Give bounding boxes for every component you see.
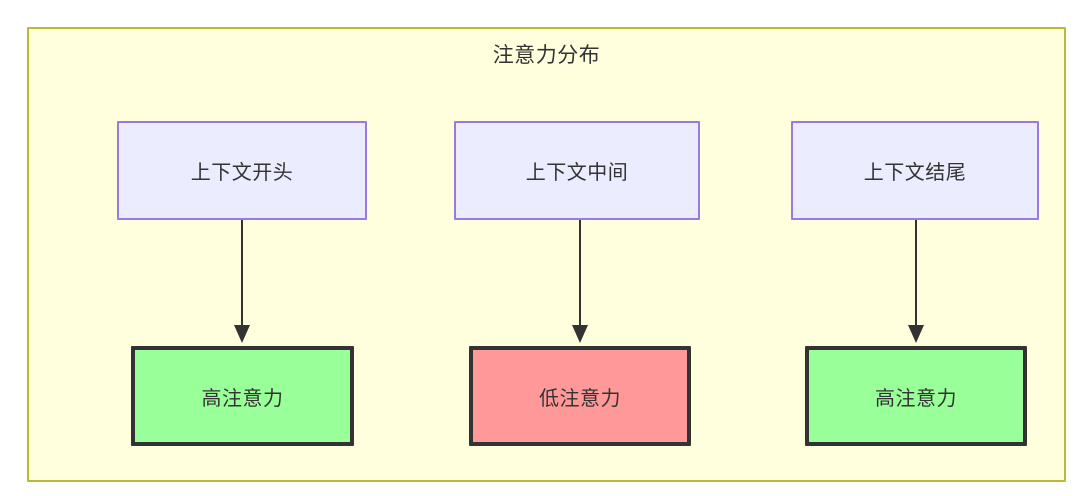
node-context-middle[interactable]: 上下文中间 — [454, 121, 700, 220]
edge-context-middle-to-low-attention — [579, 220, 581, 326]
node-context-middle-label: 上下文中间 — [525, 162, 629, 184]
node-attention-low-middle[interactable]: 低注意力 — [469, 346, 691, 446]
node-attention-low-middle-label: 低注意力 — [539, 387, 621, 410]
subgraph-title: 注意力分布 — [492, 44, 601, 67]
attention-distribution-subgraph: 注意力分布 上下文开头 上下文中间 上下文结尾 高注意力 低注意力 高注意力 — [27, 27, 1066, 482]
edge-context-end-to-high-attention — [915, 220, 917, 326]
node-context-end[interactable]: 上下文结尾 — [791, 121, 1039, 220]
edge-context-start-to-high-attention — [241, 220, 243, 326]
node-context-end-label: 上下文结尾 — [863, 162, 967, 184]
node-attention-high-start-label: 高注意力 — [201, 387, 284, 410]
node-attention-high-end-label: 高注意力 — [875, 387, 957, 410]
node-attention-high-end[interactable]: 高注意力 — [805, 346, 1027, 446]
node-context-start[interactable]: 上下文开头 — [117, 121, 367, 220]
node-attention-high-start[interactable]: 高注意力 — [131, 346, 354, 446]
node-context-start-label: 上下文开头 — [190, 162, 294, 184]
